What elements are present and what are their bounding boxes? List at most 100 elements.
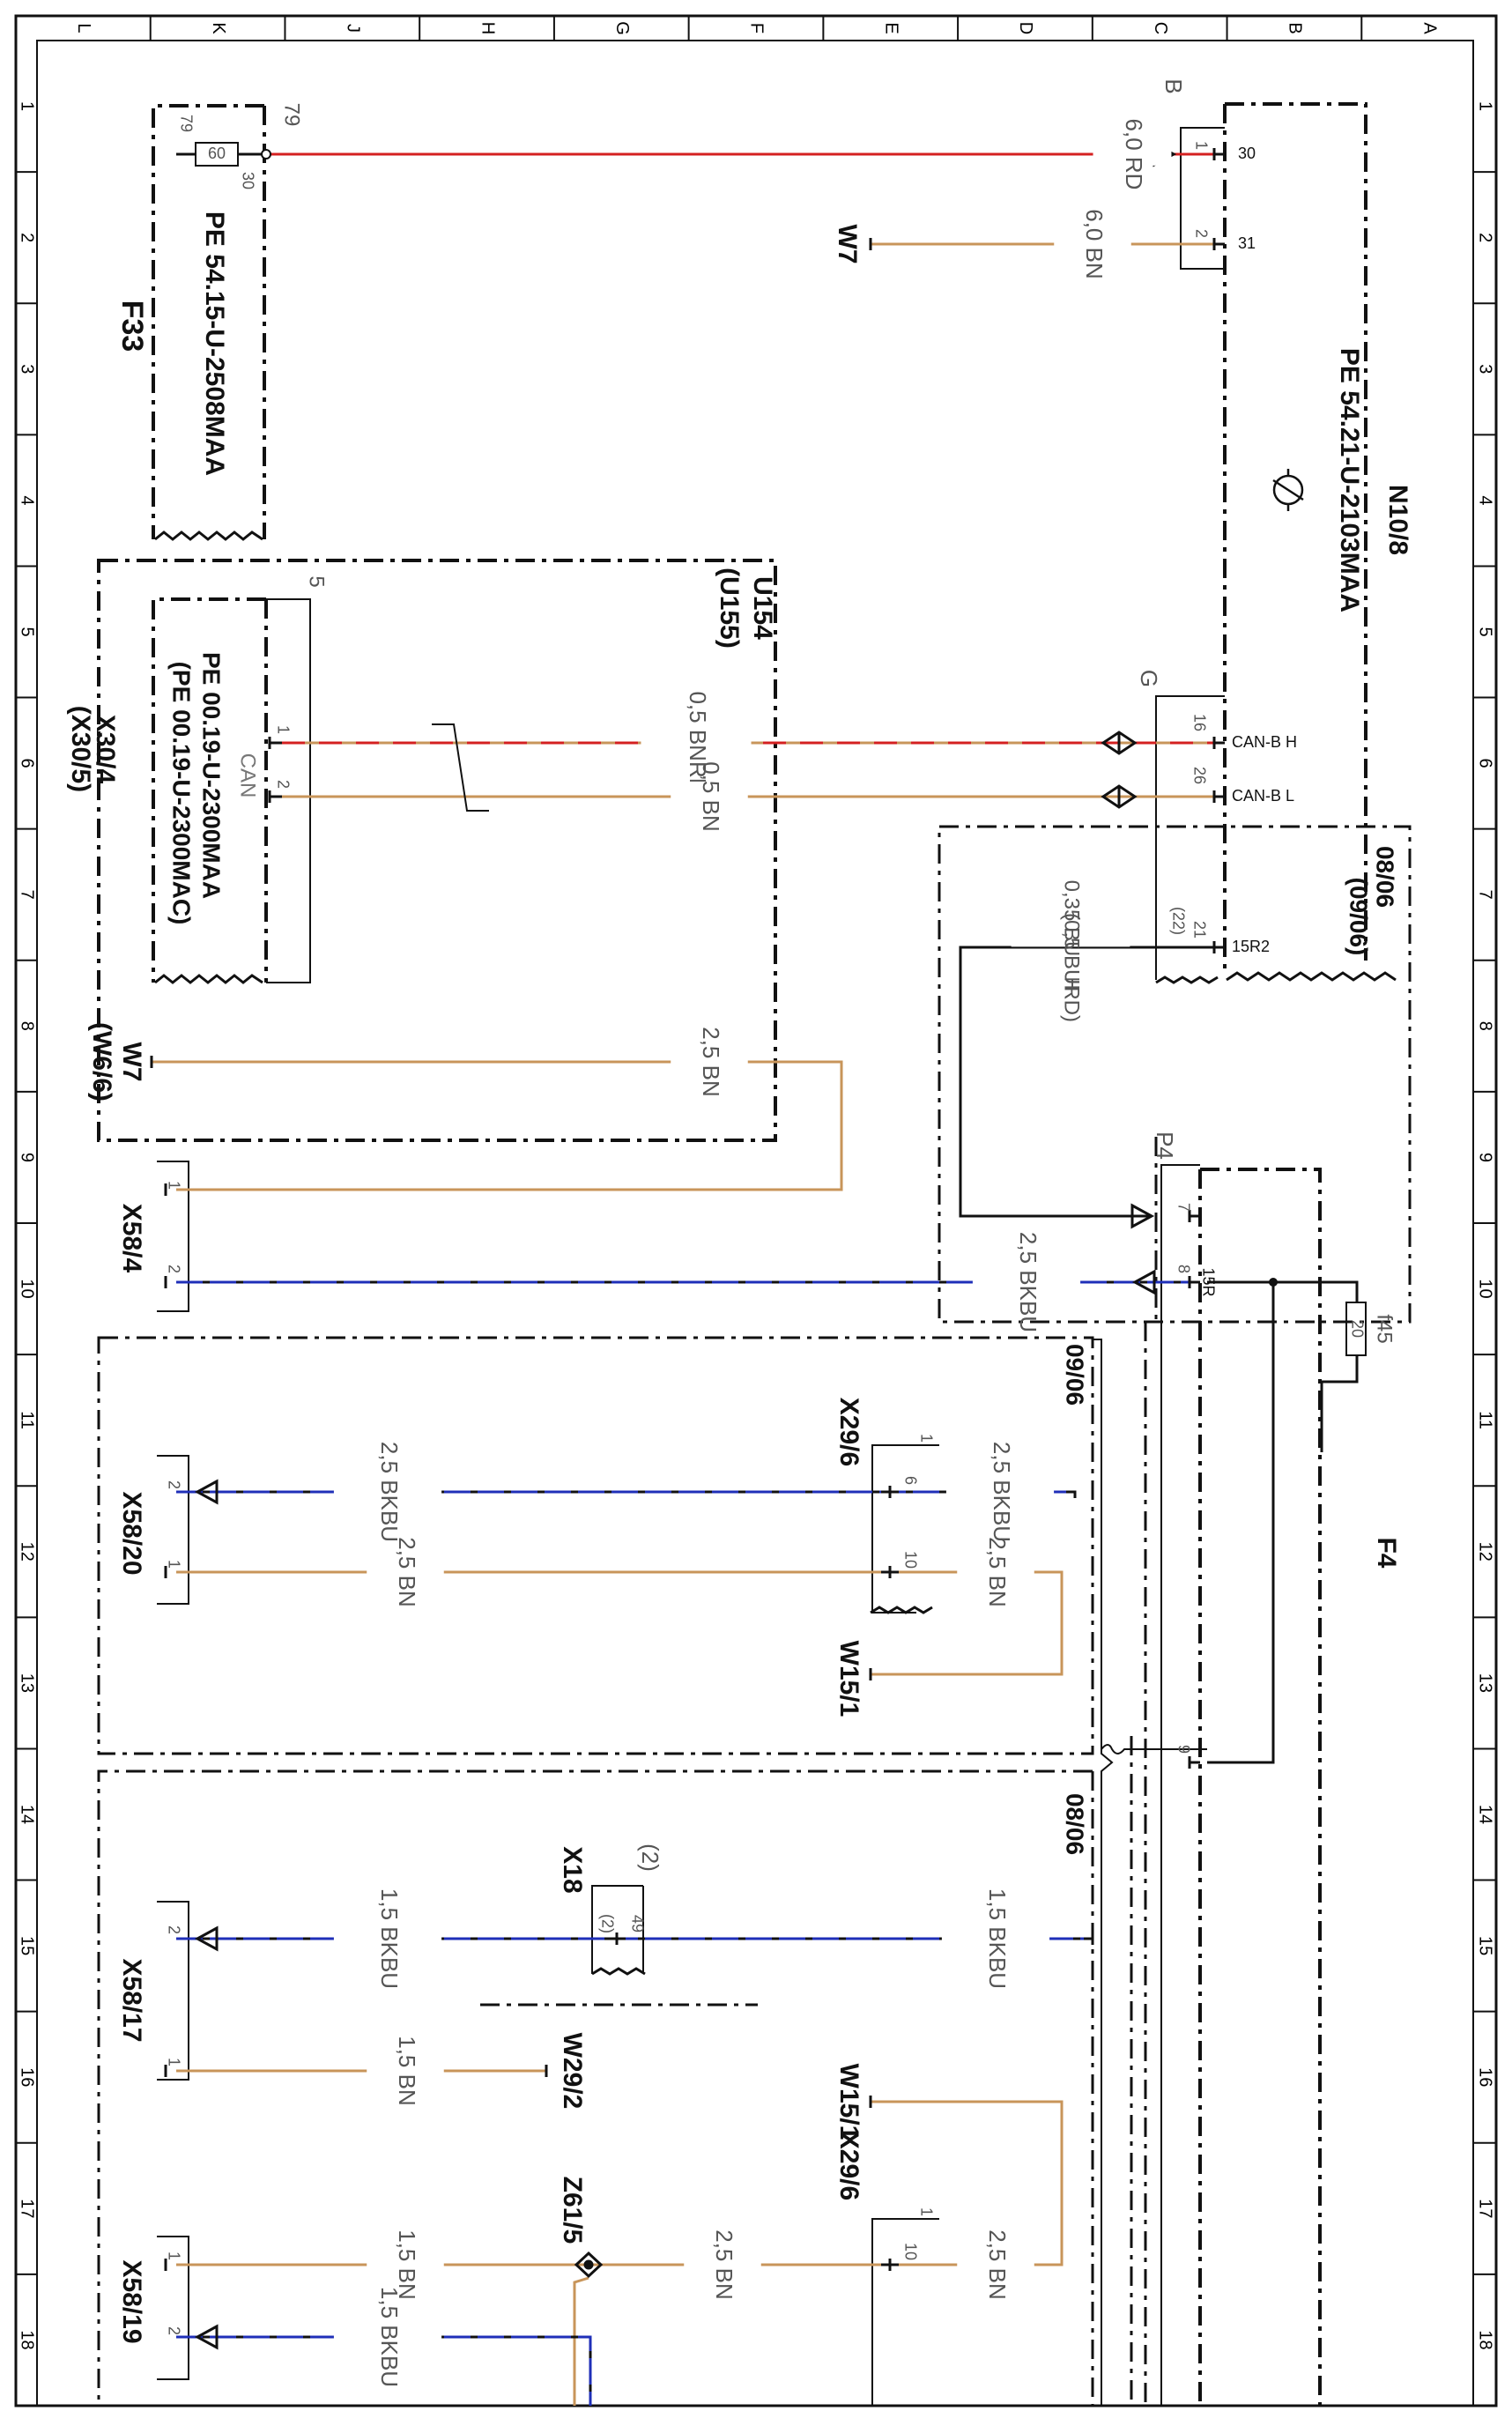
- component-label: W15/1: [834, 1641, 863, 1717]
- pin-label: (2): [598, 1914, 616, 1933]
- pin-x29b-10: [881, 2259, 899, 2271]
- pin-label: 10: [901, 1551, 919, 1569]
- f4-box: [1200, 1168, 1322, 2406]
- ref-0806-box: [938, 825, 1412, 1324]
- wire-label-pad: [333, 1476, 442, 1503]
- component-label: (X30/5): [66, 706, 95, 792]
- pin-label: 2: [274, 780, 292, 789]
- pin-label: 2: [165, 1265, 182, 1273]
- b-connector: [1180, 127, 1225, 270]
- row-label: 9: [18, 1153, 37, 1162]
- arrow-x58-17: [194, 1925, 219, 1952]
- x58-20-bracket: [157, 1455, 189, 1605]
- component-label: U154: [748, 576, 777, 640]
- wire-f4-15r-bus: [1207, 1280, 1359, 1302]
- connector-label: G: [1136, 670, 1162, 687]
- wire-label: 2,5 BKBU: [376, 1442, 403, 1542]
- row-label: 7: [1476, 890, 1495, 900]
- x58-19-bracket: [157, 2236, 189, 2380]
- row-label: 4: [18, 495, 37, 505]
- pin-x18-49: [608, 1933, 626, 1945]
- pin-x29-10: [881, 1566, 899, 1578]
- wire-label-pad: [957, 1556, 1034, 1584]
- fuse-label: 60: [208, 145, 226, 162]
- component-label: N10/8: [1383, 485, 1412, 555]
- arrow-x58-19: [194, 2324, 219, 2350]
- pin-label: 30: [1238, 145, 1256, 162]
- pin-p4-8: [1188, 1276, 1200, 1288]
- can-l-diamond: [1101, 784, 1138, 809]
- wire-label-pad: [367, 1556, 444, 1584]
- connector-label: B: [1160, 78, 1187, 93]
- pin-label: 10: [901, 2243, 919, 2260]
- component-label: W7: [117, 1042, 146, 1082]
- x29-6b-bracket: [871, 2218, 939, 2406]
- wire-label: 2,5 BN: [698, 1027, 724, 1097]
- component-label: X58/20: [117, 1491, 146, 1575]
- pin-label: 2: [165, 1925, 182, 1934]
- ref-0906-bracket: [1093, 1339, 1114, 2406]
- wire-label-pad: [641, 727, 752, 754]
- ref-label: 08/06: [1372, 846, 1399, 908]
- component-label: X58/17: [117, 1958, 146, 2042]
- column-grid-ticks: [149, 16, 1363, 41]
- pin-label: 8: [1175, 1265, 1192, 1273]
- row-label: 10: [18, 1279, 37, 1298]
- pin-label: 1: [917, 1434, 935, 1443]
- row-label: 16: [1476, 2067, 1495, 2087]
- pin-label: 5: [305, 575, 329, 587]
- row-label: 5: [18, 627, 37, 636]
- pin-label: 15R2: [1232, 938, 1270, 955]
- pin-label: 2: [1192, 229, 1210, 238]
- wire-x58-19-bkbu-stripe: [176, 2335, 592, 2406]
- wire-label-pad: [671, 781, 748, 808]
- component-ref: PE 54.21-U-2103MAA: [1335, 348, 1364, 612]
- wire-label: 2,5 BN: [984, 1537, 1011, 1607]
- pin-canh: [1212, 737, 1225, 749]
- pin-label: 6: [901, 1476, 919, 1485]
- x29-cut: [870, 1606, 933, 1614]
- x18-bracket: [591, 1885, 643, 1974]
- ref-label: 09/06: [1062, 1344, 1089, 1406]
- wire-label: 1,5 BKBU: [376, 2287, 403, 2387]
- component-ref: PE 54.15-U-2508MAA: [200, 211, 229, 476]
- row-label: 5: [1476, 627, 1495, 636]
- pin-label: CAN-B L: [1232, 787, 1294, 805]
- wire-label-pad: [1011, 923, 1130, 947]
- n10-cut: [1226, 971, 1397, 982]
- row-label: 1: [1476, 101, 1495, 111]
- pin-label: 2: [165, 1480, 182, 1489]
- component-label: X29/6: [834, 1398, 863, 1466]
- row-label: 2: [18, 233, 37, 242]
- arrow-2-5-bkbu-x58-4: [1131, 1269, 1156, 1295]
- ref-label: 08/06: [1062, 1793, 1089, 1855]
- row-label: 8: [18, 1021, 37, 1031]
- wire-label-pad: [671, 1046, 748, 1073]
- row-label: 4: [1476, 495, 1495, 505]
- x30-pin-bracket: [266, 598, 311, 983]
- row-label: 11: [18, 1411, 37, 1429]
- f33-cut: [154, 530, 263, 541]
- component-boxes: [97, 102, 1412, 2406]
- row-label: 14: [1476, 1805, 1495, 1824]
- row-label: 3: [1476, 364, 1495, 374]
- wire-label: 2,5 BKBU: [989, 1442, 1015, 1542]
- ref-label: (09/06): [1345, 878, 1373, 956]
- component-label: W29/2: [558, 2033, 587, 2110]
- row-label: 13: [18, 1673, 37, 1693]
- row-label: 10: [1476, 1279, 1495, 1298]
- row-label: 8: [1476, 1021, 1495, 1031]
- wire-label-pad: [1093, 138, 1172, 166]
- pin-label: 9: [1175, 1745, 1192, 1754]
- wire-label-pad: [684, 2249, 761, 2276]
- pin-canl: [1212, 790, 1225, 803]
- component-label: X18: [558, 1846, 587, 1893]
- wire-z61-down: [573, 2276, 589, 2406]
- row-label: 1: [18, 101, 37, 111]
- row-label: 6: [18, 759, 37, 768]
- wire-label: 1,5 BN: [394, 2229, 420, 2300]
- f33-fuse-body: [195, 142, 239, 167]
- pin-label: 1: [917, 2207, 935, 2216]
- wires: [152, 152, 1359, 2406]
